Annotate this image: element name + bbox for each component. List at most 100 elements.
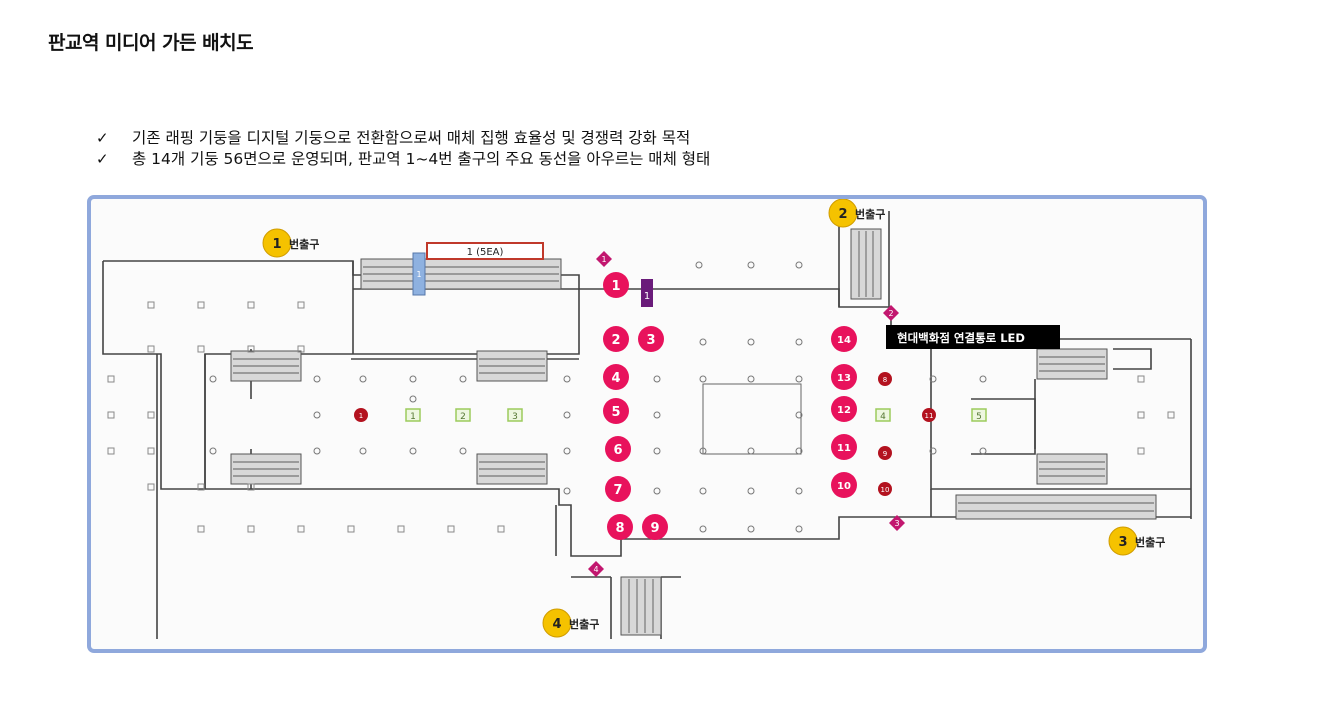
pillar-dot (459, 375, 467, 383)
exit-number: 4 (552, 617, 561, 632)
existing-media-box (426, 242, 544, 260)
exit-number: 2 (838, 207, 847, 222)
gate-markers: 1 2 3 4 (588, 251, 905, 577)
gate-diamond (588, 561, 604, 577)
bullet-list: ✓ 기존 래핑 기둥을 디지털 기둥으로 전환함으로써 매체 집행 효율성 및 … (96, 128, 710, 170)
green-marker (507, 408, 523, 422)
exit-badge (262, 228, 292, 258)
pillar-square (497, 525, 505, 533)
connector-label: 현대백화점 연결통로 LED (897, 331, 1025, 345)
green-marker-label: 1 (410, 412, 416, 422)
pillar-dot (563, 375, 571, 383)
pillar-square (1137, 375, 1145, 383)
media-pillar (642, 514, 668, 540)
bullet-text: 총 14개 기둥 56면으로 운영되며, 판교역 1~4번 출구의 주요 동선을… (132, 150, 711, 168)
green-marker-label: 5 (976, 412, 982, 422)
exit-number: 3 (1118, 535, 1127, 550)
pillar-dot (795, 375, 803, 383)
pillar-dot (747, 338, 755, 346)
pillar-dot (795, 338, 803, 346)
gate-diamond-label: 1 (601, 255, 606, 264)
media-pillar (831, 326, 857, 352)
dark-red-marker-label: 9 (883, 450, 887, 458)
pillar-dot (459, 447, 467, 455)
pillar-square (297, 345, 305, 353)
exit-suffix: 번출구 (569, 617, 599, 631)
pillar-dot (409, 447, 417, 455)
media-pillar-label: 7 (613, 483, 622, 498)
dark-red-marker-label: 11 (925, 412, 934, 420)
escalator-steps (233, 231, 1154, 633)
pillar-dot (313, 447, 321, 455)
pillar-square (447, 525, 455, 533)
green-marker (405, 408, 421, 422)
exit-badges: 1 번출구 2 번출구 3 번출구 4 번출구 (262, 199, 1165, 638)
exit-suffix: 번출구 (855, 207, 885, 221)
gate-diamond-label: 3 (894, 519, 899, 528)
check-icon: ✓ (96, 129, 109, 147)
pillar-square (107, 411, 115, 419)
pillar-square (147, 301, 155, 309)
media-pillar (603, 398, 629, 424)
pillar-dot (695, 261, 703, 269)
pillar-dot (747, 525, 755, 533)
pillar-dot (795, 525, 803, 533)
pillar-dot (313, 411, 321, 419)
exit-badge (1108, 526, 1138, 556)
pillar-dot (653, 487, 661, 495)
pillar-square (1137, 411, 1145, 419)
pillar-dot (747, 487, 755, 495)
pillar-dot (409, 375, 417, 383)
pillar-square (247, 525, 255, 533)
dark-red-marker (878, 372, 892, 386)
pillar-dot (929, 375, 937, 383)
green-marker-label: 4 (880, 412, 886, 422)
pillar-square (297, 525, 305, 533)
purple-marker (641, 279, 653, 307)
pillar-dot (979, 375, 987, 383)
pillar-dot (563, 411, 571, 419)
exit-number: 1 (272, 237, 281, 252)
blue-marker (412, 252, 426, 296)
media-pillar-label: 2 (611, 333, 620, 348)
dark-red-marker (354, 408, 368, 422)
gate-diamond-label: 2 (888, 309, 893, 318)
media-pillar (605, 436, 631, 462)
media-pillar-label: 9 (650, 521, 659, 536)
dark-red-marker-label: 8 (883, 376, 887, 384)
media-pillar (603, 272, 629, 298)
media-pillar (603, 364, 629, 390)
media-pillar-label: 10 (837, 481, 851, 492)
pillar-dot (747, 447, 755, 455)
bullet-text: 기존 래핑 기둥을 디지털 기둥으로 전환함으로써 매체 집행 효율성 및 경쟁… (132, 129, 691, 147)
media-pillar-label: 8 (615, 521, 624, 536)
pillar-dot (653, 447, 661, 455)
blue-marker-label: 1 (416, 270, 421, 279)
pillar-dot (409, 395, 417, 403)
media-pillar (605, 476, 631, 502)
pillar-square (1137, 447, 1145, 455)
pillar-square (107, 447, 115, 455)
escalators (230, 228, 1157, 636)
check-icon: ✓ (96, 150, 109, 168)
media-pillar (607, 514, 633, 540)
dark-red-marker (878, 482, 892, 496)
pillar-square (397, 525, 405, 533)
gate-diamond (883, 305, 899, 321)
pillar-square (247, 345, 255, 353)
exit-suffix: 번출구 (1135, 535, 1165, 549)
green-marker-label: 3 (512, 412, 518, 422)
media-pillar-label: 14 (837, 335, 851, 346)
media-pillar-label: 13 (837, 373, 851, 384)
pillar-square (147, 447, 155, 455)
pillar-dot (795, 261, 803, 269)
media-pillar-label: 6 (613, 443, 622, 458)
concourse-area (702, 383, 802, 455)
exit-suffix: 번출구 (289, 237, 319, 251)
pillar-dot (747, 375, 755, 383)
pillar-square (347, 525, 355, 533)
connector-label-box (886, 325, 1060, 349)
